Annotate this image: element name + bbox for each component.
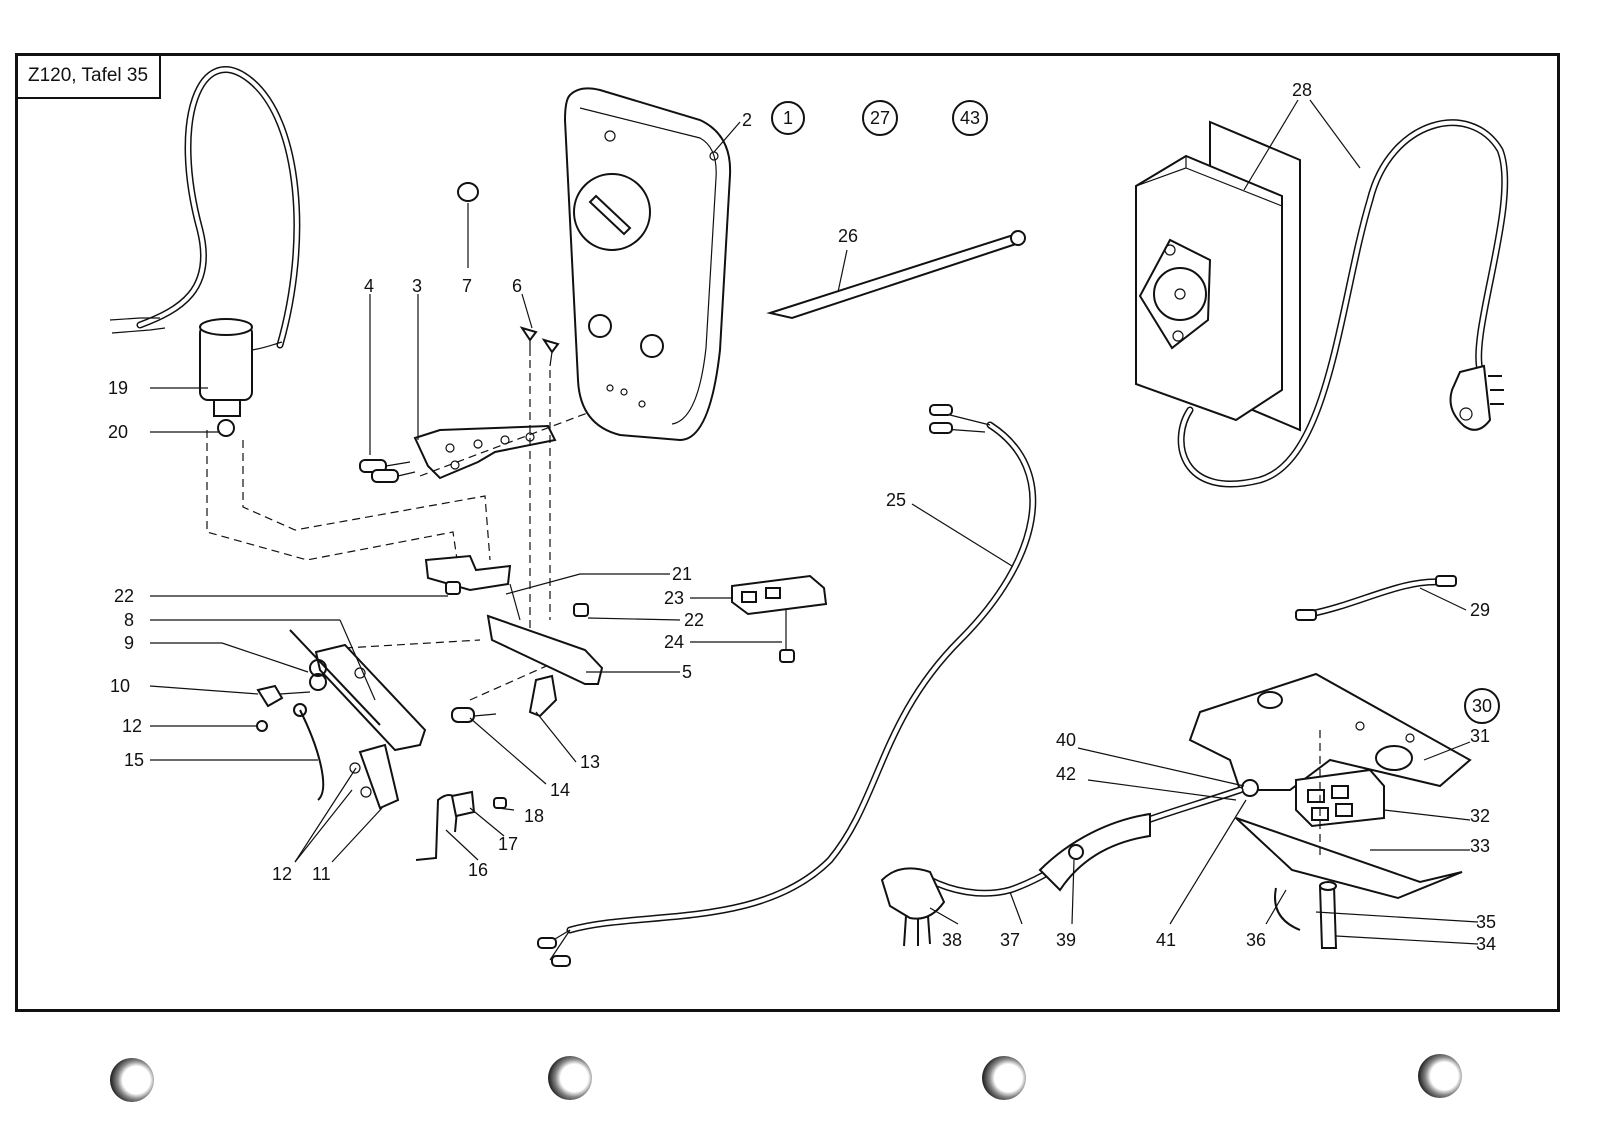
front-cover xyxy=(563,87,732,442)
callout-21: 21 xyxy=(672,564,692,584)
cap-part-7 xyxy=(457,182,479,268)
circled-ref-1: 1 xyxy=(783,108,793,128)
bracket-part-3 xyxy=(359,326,560,483)
callout-8: 8 xyxy=(124,610,134,630)
cable-part-25 xyxy=(537,404,1037,967)
punch-hole-4 xyxy=(1418,1054,1462,1098)
bracket-part-21-5 xyxy=(424,554,604,685)
plate-title: Z120, Tafel 35 xyxy=(17,55,162,99)
coil-assembly xyxy=(109,66,301,437)
punch-hole-2 xyxy=(548,1056,592,1100)
callout-17: 17 xyxy=(498,834,518,854)
callout-20: 20 xyxy=(108,422,128,442)
callout-4: 4 xyxy=(364,276,374,296)
callout-22a: 22 xyxy=(114,586,134,606)
callout-39: 39 xyxy=(1056,930,1076,950)
callout-12a: 12 xyxy=(122,716,142,736)
leader-lines xyxy=(149,99,1479,945)
callout-42: 42 xyxy=(1056,764,1076,784)
callout-38: 38 xyxy=(942,930,962,950)
cable-tie-part-26 xyxy=(766,230,1026,320)
callout-26: 26 xyxy=(838,226,858,246)
assembly-lines xyxy=(206,360,591,701)
callout-28: 28 xyxy=(1292,80,1312,100)
callout-32: 32 xyxy=(1470,806,1490,826)
callout-10: 10 xyxy=(110,676,130,696)
callout-35: 35 xyxy=(1476,912,1496,932)
callout-19: 19 xyxy=(108,378,128,398)
callout-36: 36 xyxy=(1246,930,1266,950)
callout-22b: 22 xyxy=(684,610,704,630)
callout-40: 40 xyxy=(1056,730,1076,750)
callout-7: 7 xyxy=(462,276,472,296)
connector-part-23 xyxy=(731,574,828,663)
callout-18: 18 xyxy=(524,806,544,826)
punch-hole-3 xyxy=(982,1056,1026,1100)
callout-13: 13 xyxy=(580,752,600,772)
punch-hole-1 xyxy=(110,1058,154,1102)
linkage-parts-8-18 xyxy=(256,629,558,861)
callout-23: 23 xyxy=(664,588,684,608)
circled-ref-27: 27 xyxy=(870,108,890,128)
callout-25: 25 xyxy=(886,490,906,510)
callout-33: 33 xyxy=(1470,836,1490,856)
callout-41: 41 xyxy=(1156,930,1176,950)
circled-ref-30: 30 xyxy=(1472,696,1492,716)
callout-34: 34 xyxy=(1476,934,1496,954)
callout-16: 16 xyxy=(468,860,488,880)
callout-9: 9 xyxy=(124,633,134,653)
callout-15: 15 xyxy=(124,750,144,770)
lead-part-29 xyxy=(1295,575,1457,621)
diagram-frame xyxy=(15,53,1560,1012)
callout-31: 31 xyxy=(1470,726,1490,746)
callout-labels: 2 3 4 5 6 7 8 9 10 11 12 12 13 14 15 16 … xyxy=(108,80,1496,954)
callout-5: 5 xyxy=(682,662,692,682)
callout-3: 3 xyxy=(412,276,422,296)
callout-14: 14 xyxy=(550,780,570,800)
callout-2: 2 xyxy=(742,110,752,130)
callout-24: 24 xyxy=(664,632,684,652)
callout-29: 29 xyxy=(1470,600,1490,620)
terminal-plate-assembly xyxy=(880,672,1472,949)
callout-12b: 12 xyxy=(272,864,292,884)
circled-ref-43: 43 xyxy=(960,108,980,128)
transformer-box-part-28 xyxy=(1135,119,1509,488)
callout-37: 37 xyxy=(1000,930,1020,950)
callout-6: 6 xyxy=(512,276,522,296)
callout-11: 11 xyxy=(312,864,331,884)
circled-references: 1 27 43 30 xyxy=(771,100,1500,724)
